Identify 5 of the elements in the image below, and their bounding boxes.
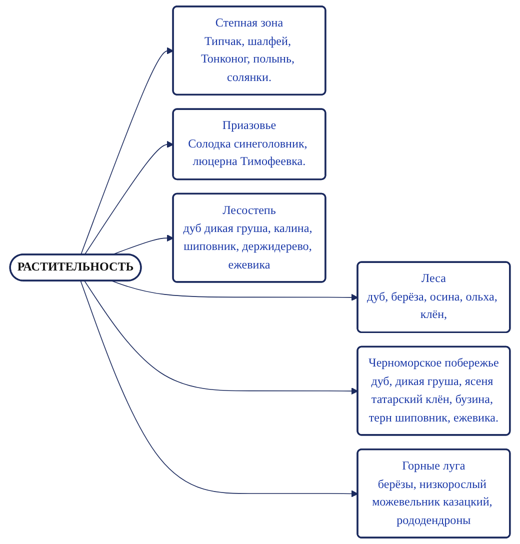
arrow (84, 140, 174, 256)
arrow (80, 47, 174, 256)
arrow (80, 280, 358, 498)
arrow (84, 280, 358, 395)
arrow (111, 280, 358, 301)
